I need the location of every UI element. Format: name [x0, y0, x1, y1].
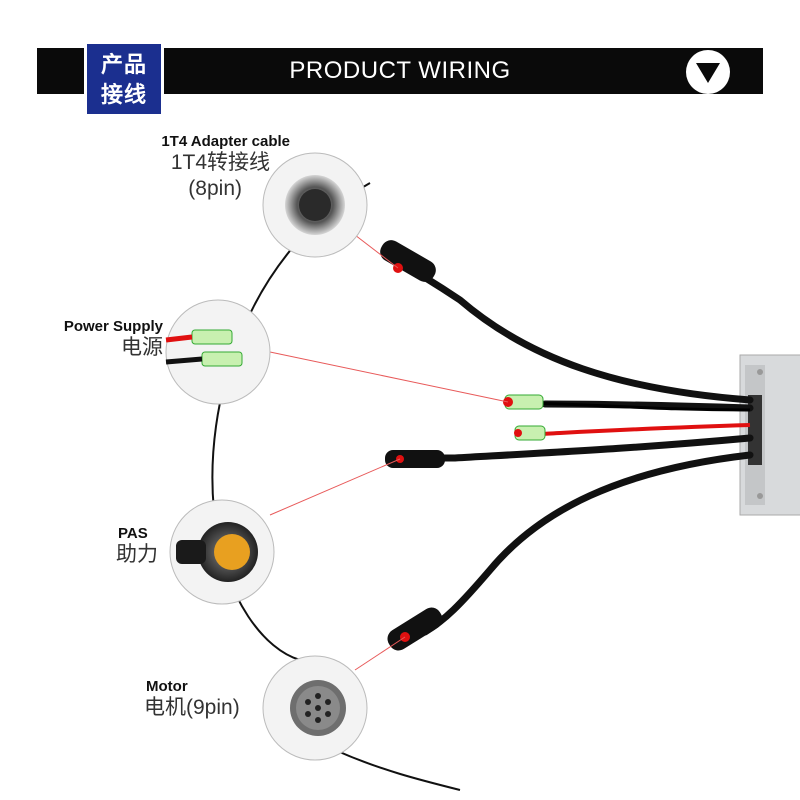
label-motor: Motor 电机(9pin) — [110, 678, 260, 721]
label-power-en: Power Supply — [63, 318, 163, 335]
label-adapter-en: 1T4 Adapter cable — [161, 133, 290, 150]
detail-pas — [169, 499, 275, 605]
cables — [406, 264, 754, 636]
label-pas-cn: 助力 — [116, 543, 158, 566]
label-motor-cn: 电机(9pin) — [144, 696, 240, 719]
label-pas: PAS 助力 — [90, 525, 162, 568]
badge-line2: 接线 — [100, 82, 147, 107]
header-badge: 产品 接线 — [84, 41, 164, 117]
label-adapter-cn: 1T4转接线 — [170, 151, 270, 174]
badge-line1: 产品 — [100, 52, 147, 77]
label-motor-en: Motor — [146, 678, 188, 695]
page-title: PRODUCT WIRING — [289, 57, 511, 84]
power-terminals — [503, 394, 546, 441]
down-arrow-icon — [686, 50, 730, 94]
plug-pas — [385, 450, 445, 468]
plug-adapter — [380, 240, 436, 282]
detail-power — [165, 299, 271, 405]
detail-adapter — [262, 152, 368, 258]
label-adapter: 1T4 Adapter cable 1T4转接线 (8pin) — [100, 133, 290, 202]
detail-motor — [262, 655, 368, 761]
label-adapter-pins: (8pin) — [188, 177, 242, 200]
label-pas-en: PAS — [118, 525, 148, 542]
red-wire — [539, 423, 751, 436]
label-power: Power Supply 电源 — [20, 318, 163, 361]
plug-motor — [387, 607, 443, 651]
pointer-lines — [269, 234, 509, 671]
label-power-cn: 电源 — [121, 336, 163, 359]
